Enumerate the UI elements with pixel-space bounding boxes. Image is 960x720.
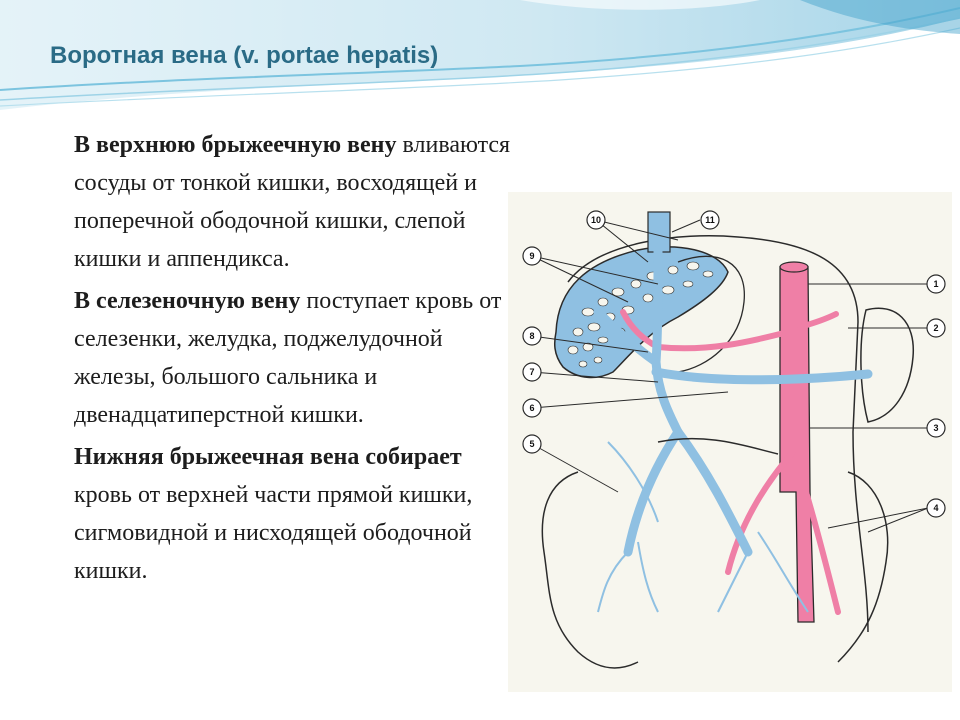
small-vessels [597,441,809,613]
paragraph-lead: В верхнюю брыжеечную вену [74,132,397,158]
stomach-outline [677,255,745,373]
slide-title: Воротная вена (v. portae hepatis) [50,42,439,69]
label-10: 10 [591,215,601,225]
label-circles [522,210,946,518]
label-numbers: 10 11 9 8 7 6 5 1 2 3 4 [529,215,938,513]
label-3: 3 [933,423,938,433]
label-6: 6 [529,403,534,413]
label-1: 1 [933,279,938,289]
paragraph-inferior-mesenteric: Нижняя брыжеечная вена собирает кровь от… [74,438,514,590]
large-intestine-left [541,471,639,669]
paragraph-rest: поступает кровь от селезенки, желудка, п… [74,288,502,428]
portal-vein-diagram: 10 11 9 8 7 6 5 1 2 3 4 [508,192,952,692]
label-7: 7 [529,367,534,377]
large-intestine-right [837,471,889,663]
label-5: 5 [529,439,534,449]
label-9: 9 [529,251,534,261]
paragraph-lead: Нижняя брыжеечная вена собирает [74,444,462,470]
label-8: 8 [529,331,534,341]
paragraph-lead: В селезеночную вену [74,288,301,314]
label-11: 11 [705,215,715,225]
header-wave-decoration [0,0,960,110]
body-text: В верхнюю брыжеечную вену вливаются сосу… [74,126,514,594]
paragraph-rest: кровь от верхней части прямой кишки, сиг… [74,482,473,584]
liver-mesh [567,261,714,368]
aorta-top [779,261,809,273]
label-4: 4 [933,503,938,513]
spleen [860,307,914,423]
diagram-drawing: 10 11 9 8 7 6 5 1 2 3 4 [522,210,946,669]
cavity-outline [567,235,869,633]
paragraph-superior-mesenteric: В верхнюю брыжеечную вену вливаются сосу… [74,126,514,278]
veins [593,245,873,557]
paragraph-splenic: В селезеночную вену поступает кровь от с… [74,282,514,434]
label-2: 2 [933,323,938,333]
leader-lines [531,219,929,533]
aorta [779,266,815,623]
paragraph-rest: вливаются сосуды от тонкой кишки, восход… [74,132,511,272]
transverse-colon [657,437,779,455]
